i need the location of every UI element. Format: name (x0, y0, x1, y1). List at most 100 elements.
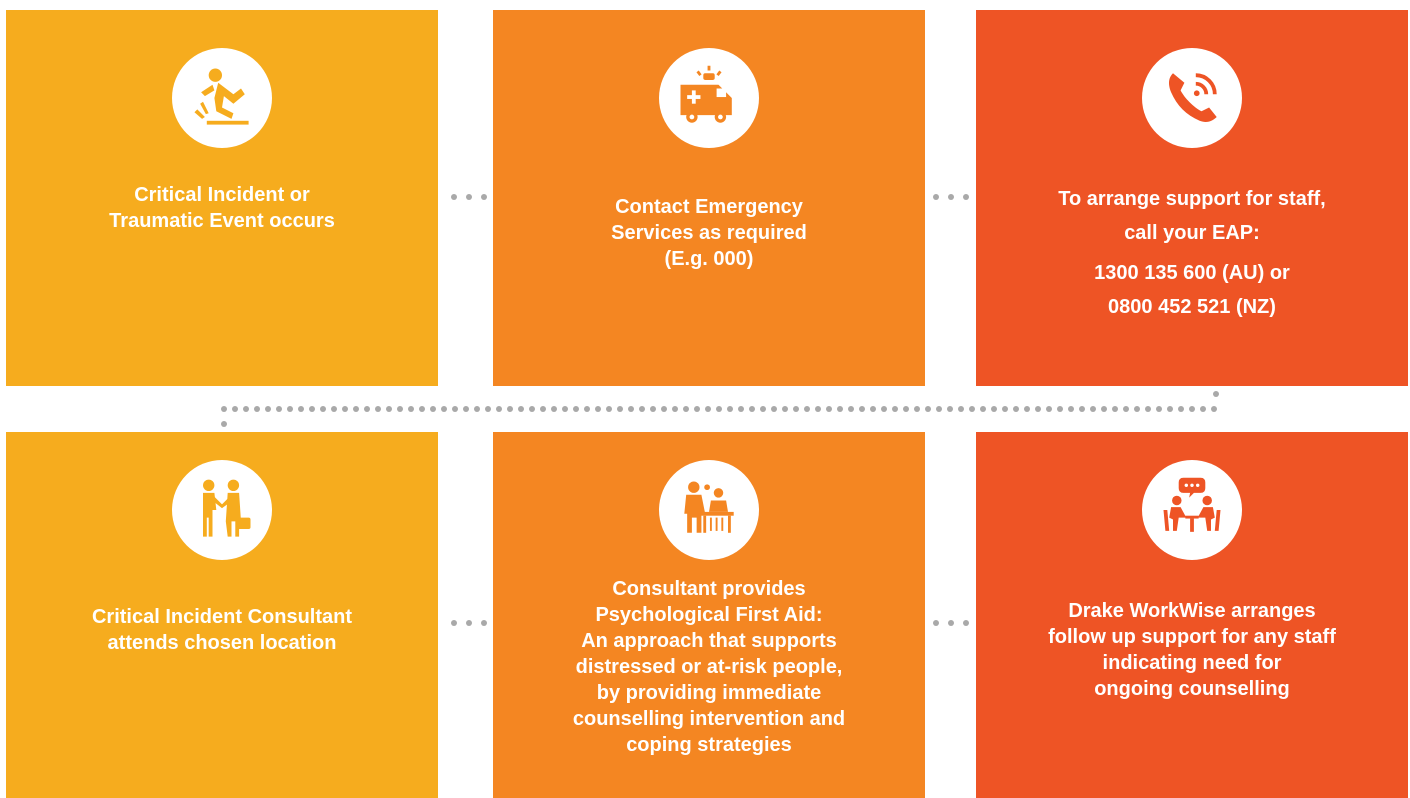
step-5-text-line: Psychological First Aid: (595, 604, 823, 626)
connector-dot (694, 406, 700, 412)
connector-dot (463, 406, 469, 412)
connector-dot (451, 620, 457, 626)
step-4-text-line: attends chosen location (107, 632, 337, 654)
connector-dot (837, 406, 843, 412)
connector-dot (804, 406, 810, 412)
connector-dot (661, 406, 667, 412)
step-1-text-line: Traumatic Event occurs (109, 210, 335, 232)
connector-dot (353, 406, 359, 412)
step-6-text-line: ongoing counselling (1094, 678, 1290, 700)
connector-dot (419, 406, 425, 412)
handshake-icon (172, 460, 272, 560)
connector-dot (881, 406, 887, 412)
step-4-text-line: Critical Incident Consultant (91, 606, 353, 628)
connector-dot (562, 406, 568, 412)
connector-dot (1123, 406, 1129, 412)
connector-dot (1112, 406, 1118, 412)
connector-dot (430, 406, 436, 412)
step-4-box: Critical Incident Consultant attends cho… (6, 432, 438, 798)
connector-dot (749, 406, 755, 412)
connector-dot (466, 620, 472, 626)
connector-dot (331, 406, 337, 412)
step-1-text-line: Critical Incident or (134, 184, 310, 206)
connector-dot (628, 406, 634, 412)
connector-dot (1057, 406, 1063, 412)
falling-person-icon (172, 48, 272, 148)
connector-dot (650, 406, 656, 412)
connector-dot (1046, 406, 1052, 412)
connector-dot (933, 620, 939, 626)
step-3-box: To arrange support for staff, call your … (976, 10, 1408, 386)
connector-dot (969, 406, 975, 412)
step-5-text-line: Consultant provides (612, 578, 806, 600)
step-1-box: Critical Incident or Traumatic Event occ… (6, 10, 438, 386)
connector-dot (232, 406, 238, 412)
connector-dot (485, 406, 491, 412)
connector-dot (540, 406, 546, 412)
step-5-text-line: counselling intervention and (572, 708, 846, 730)
connector-dot (342, 406, 348, 412)
connector-dot (848, 406, 854, 412)
connector-dot (672, 406, 678, 412)
connector-dot (870, 406, 876, 412)
connector-dot (287, 406, 293, 412)
connector-dot (1013, 406, 1019, 412)
connector-dot (1035, 406, 1041, 412)
connector-dot (963, 194, 969, 200)
step-2-text-line: (E.g. 000) (664, 248, 754, 270)
connector-dot (1178, 406, 1184, 412)
connector-dot (948, 620, 954, 626)
connector-dot (452, 406, 458, 412)
connector-dot (914, 406, 920, 412)
connector-dot (309, 406, 315, 412)
connector-dot (793, 406, 799, 412)
step-2-text-line: Services as required (611, 222, 807, 244)
connector-dot (617, 406, 623, 412)
connector-dot (727, 406, 733, 412)
connector-dot (1156, 406, 1162, 412)
connector-dot (738, 406, 744, 412)
connector-dot (1200, 406, 1206, 412)
connector-dot (1189, 406, 1195, 412)
connector-dot (1024, 406, 1030, 412)
connector-dot (375, 406, 381, 412)
step-6-text-line: indicating need for (1102, 652, 1282, 674)
connector-dot (716, 406, 722, 412)
connector-dot (466, 194, 472, 200)
connector-dot (496, 406, 502, 412)
connector-dot (276, 406, 282, 412)
connector-dot (507, 406, 513, 412)
connector-dot (243, 406, 249, 412)
connector-dot (933, 194, 939, 200)
connector-dot (451, 194, 457, 200)
connector-dot (529, 406, 535, 412)
connector-dot (518, 406, 524, 412)
connector-dot (980, 406, 986, 412)
connector-dot (441, 406, 447, 412)
connector-dot (573, 406, 579, 412)
step-3-phone-au: 1300 135 600 (AU) or (1094, 262, 1290, 284)
connector-dot (683, 406, 689, 412)
ambulance-icon (659, 48, 759, 148)
connector-dot (936, 406, 942, 412)
connector-dot (782, 406, 788, 412)
connector-dot (1211, 406, 1217, 412)
step-5-text-line: by providing immediate (596, 682, 822, 704)
connector-dot (826, 406, 832, 412)
connector-dot (1068, 406, 1074, 412)
connector-dot (1101, 406, 1107, 412)
connector-dot (1134, 406, 1140, 412)
counselling-chat-icon (1142, 460, 1242, 560)
step-5-box: Consultant provides Psychological First … (493, 432, 925, 798)
connector-dot (963, 620, 969, 626)
connector-dot (408, 406, 414, 412)
step-2-text-line: Contact Emergency (615, 196, 803, 218)
connector-dot (320, 406, 326, 412)
connector-dot (298, 406, 304, 412)
connector-dot (481, 194, 487, 200)
connector-dot (925, 406, 931, 412)
connector-dot (397, 406, 403, 412)
connector-dot (903, 406, 909, 412)
connector-dot (551, 406, 557, 412)
connector-dot (948, 194, 954, 200)
